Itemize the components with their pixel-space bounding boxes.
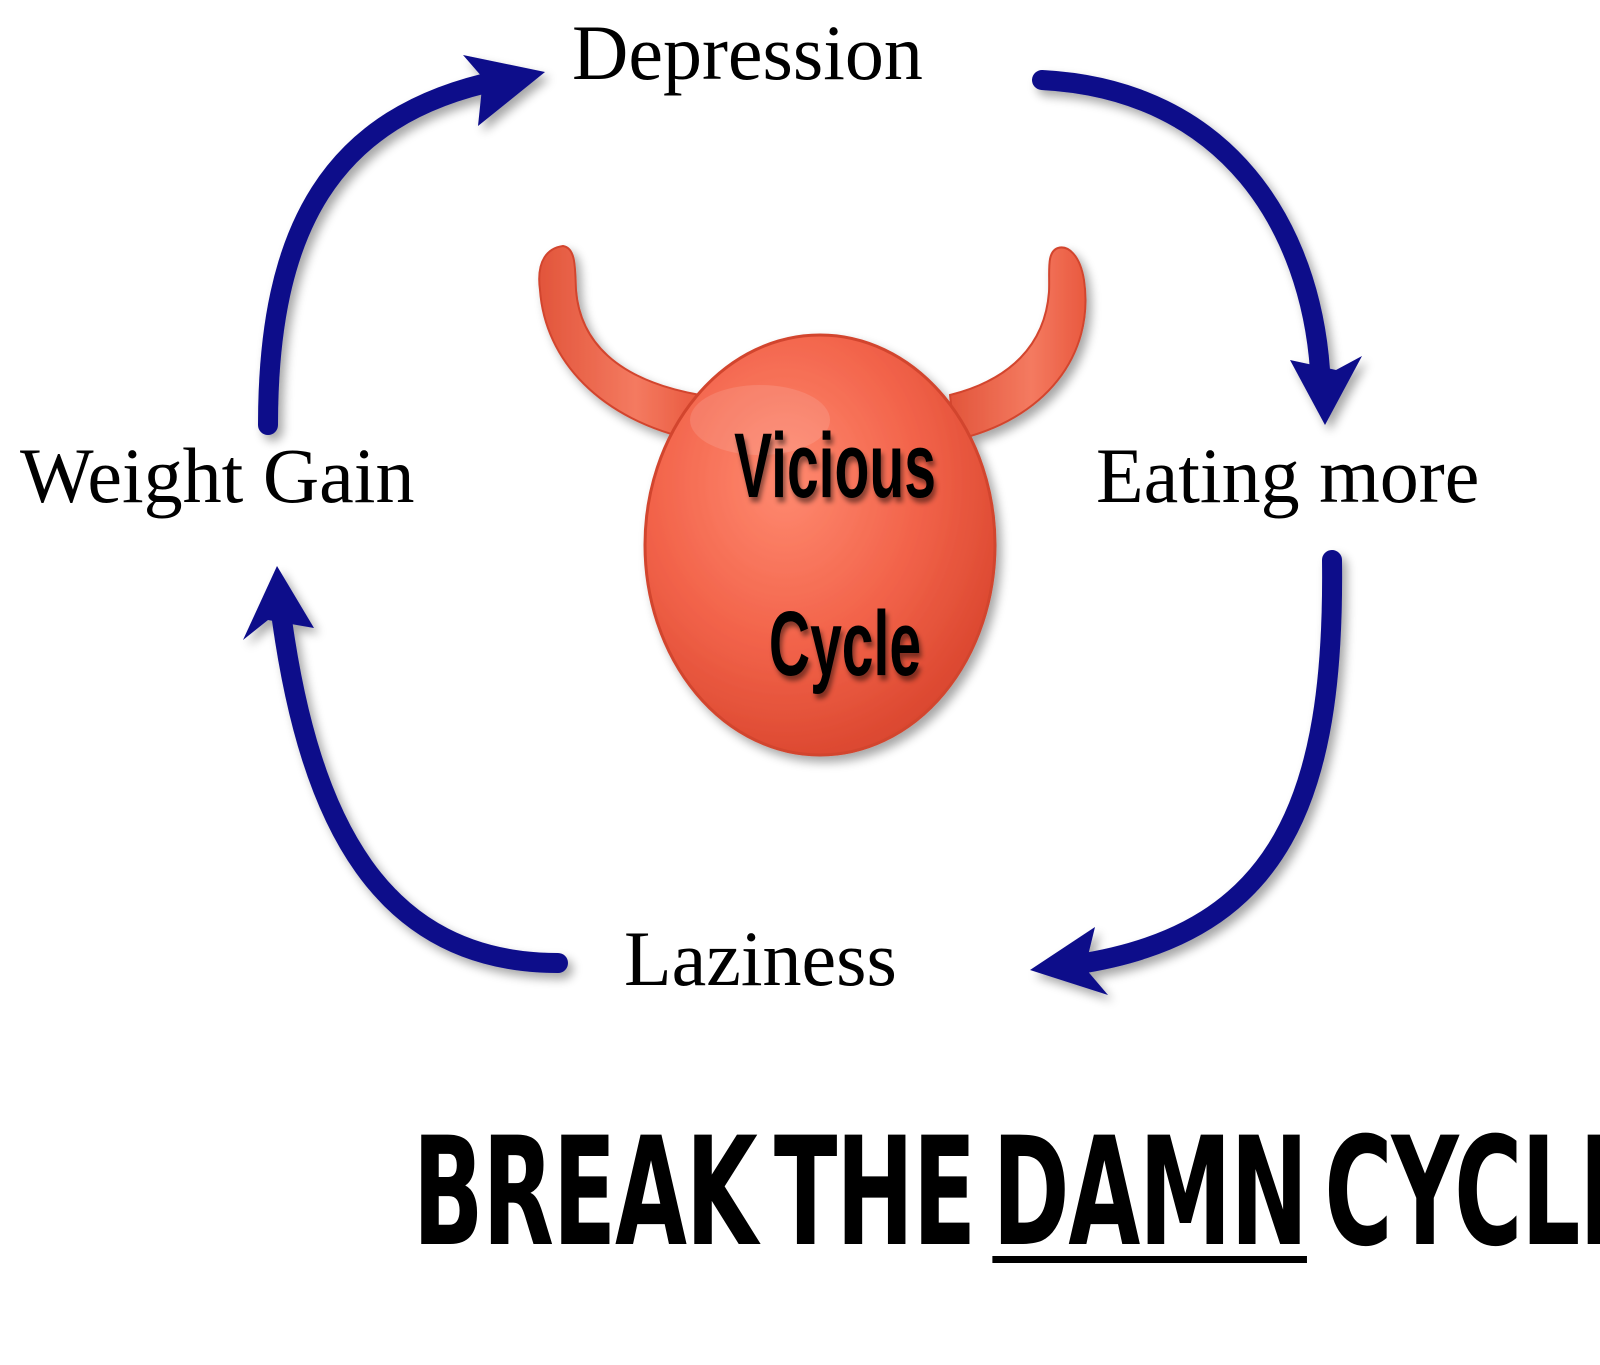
- node-laziness: Laziness: [624, 915, 897, 1002]
- slogan: BREAKTHEDAMNCYCLE !: [0, 1118, 1600, 1268]
- arrow-depression-to-eating: [1032, 70, 1362, 425]
- slogan-word-cycle: CYCLE !: [1324, 1106, 1600, 1280]
- node-weight-gain: Weight Gain: [20, 432, 415, 519]
- devil-horned-head-icon: [538, 244, 1087, 757]
- slogan-text: BREAKTHEDAMNCYCLE !: [404, 1118, 1600, 1268]
- node-depression: Depression: [572, 9, 923, 96]
- slogan-word-damn: DAMN: [992, 1106, 1308, 1280]
- center-label-cycle: Cycle: [768, 593, 922, 695]
- arrow-eating-to-laziness: [1030, 550, 1343, 995]
- arrow-weight-to-depression: [258, 55, 545, 435]
- slogan-word-break: BREAK: [412, 1106, 758, 1280]
- center-label-vicious: Vicious: [734, 415, 936, 517]
- node-eating-more: Eating more: [1096, 432, 1480, 519]
- arrow-laziness-to-weight: [243, 566, 568, 973]
- slogan-word-the: THE: [773, 1106, 976, 1280]
